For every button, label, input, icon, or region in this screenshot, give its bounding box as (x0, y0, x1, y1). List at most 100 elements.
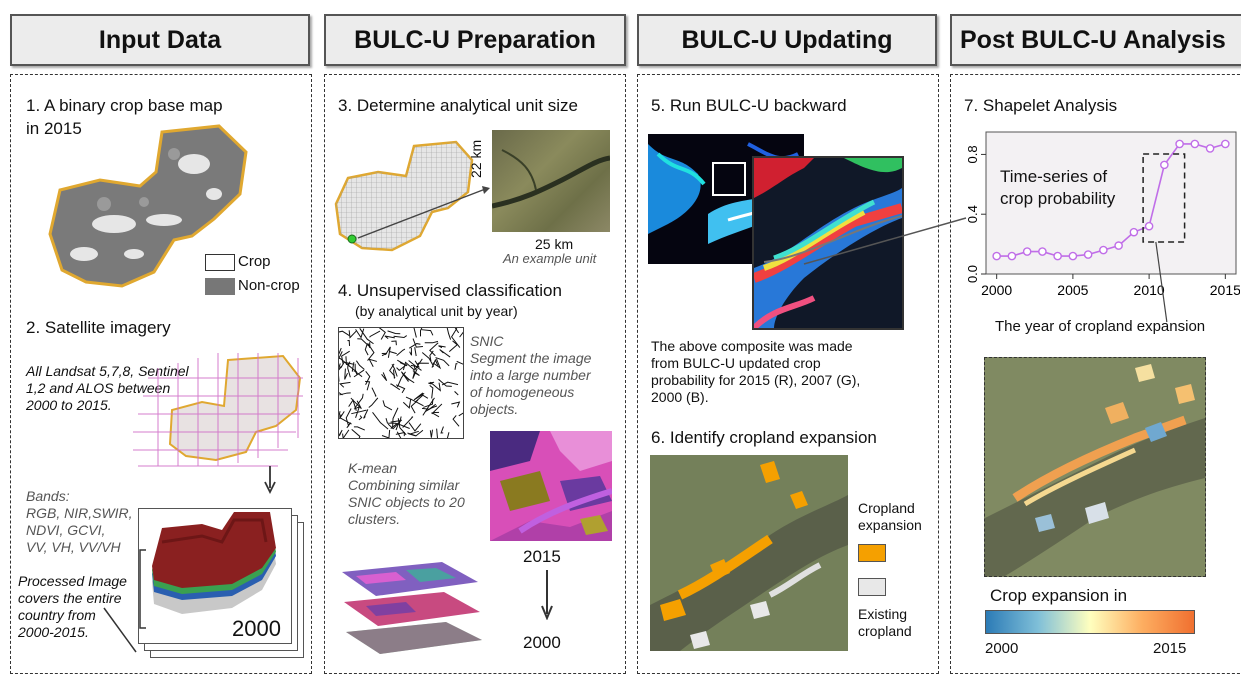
cluster-stack-layers (342, 562, 482, 654)
y-tick-label: 0.8 (965, 145, 980, 163)
x-tick-label: 2000 (981, 282, 1012, 298)
legend-existing-line1: Existing (858, 606, 908, 622)
label-25km: 25 km (535, 236, 574, 252)
data-point (1022, 247, 1032, 256)
zoom-box-outline (712, 162, 746, 196)
year-2015-label: 2015 (523, 547, 561, 566)
crop-expansion-year-map (984, 357, 1206, 577)
colorbar-min-label: 2000 (985, 640, 1019, 657)
step3-title: 3. Determine analytical unit size (338, 96, 579, 115)
data-point (1099, 245, 1108, 255)
bands-line3: NDVI, GCVI, (26, 522, 106, 538)
legend-expansion-line1: Cropland (858, 500, 915, 516)
kmean-line3: SNIC objects to 20 (348, 494, 465, 510)
step4-title-line2: (by analytical unit by year) (355, 303, 518, 319)
legend-existing-swatch (858, 578, 886, 596)
header-bulcu-preparation-text: BULC-U Preparation (354, 25, 596, 54)
header-bulcu-updating-text: BULC-U Updating (681, 25, 893, 54)
data-point (1205, 144, 1215, 153)
series-line (996, 143, 1226, 257)
step1-title-line1: 1. A binary crop base map (26, 96, 223, 115)
x-tick-label: 2010 (1134, 282, 1165, 298)
data-point (1160, 160, 1169, 170)
stack-year-label: 2000 (232, 616, 281, 641)
step1-title-line2: in 2015 (26, 119, 82, 138)
processed-line4: 2000-2015. (18, 624, 89, 640)
step5-title: 5. Run BULC-U backward (651, 96, 847, 115)
processed-image-3d (152, 512, 276, 614)
data-point (1221, 139, 1230, 149)
data-point (1190, 139, 1200, 149)
legend-crop-swatch (205, 254, 235, 271)
composite-desc-line3: probability for 2015 (R), 2007 (G), (651, 372, 861, 388)
composite-to-chart-connector (803, 217, 967, 265)
snic-line4: of homogeneous (470, 384, 575, 400)
y-tick-label: 0.4 (965, 205, 980, 223)
colorbar-max-label: 2015 (1153, 640, 1187, 657)
data-point (1007, 251, 1017, 261)
kmeans-cluster-image (490, 431, 612, 541)
legend-existing-line2: cropland (858, 623, 912, 639)
colorbar (985, 610, 1195, 634)
data-point (1144, 221, 1154, 231)
step4-title-line1: 4. Unsupervised classification (338, 281, 562, 300)
bands-line2: RGB, NIR,SWIR, (26, 505, 133, 521)
stack-bracket (103, 549, 146, 653)
snic-line5: objects. (470, 401, 519, 417)
down-arrow-2 (541, 570, 553, 620)
snic-segmentation-image (338, 327, 464, 439)
composite-desc-line1: The above composite was made (651, 338, 853, 354)
crop-base-map (48, 124, 248, 288)
chart-x-axis-label: The year of cropland expansion (995, 318, 1206, 335)
header-input-data-text: Input Data (98, 25, 222, 54)
label-22km: 22 km (468, 139, 484, 178)
kmean-line1: K-mean (348, 460, 398, 476)
composite-desc-line2: from BULC-U updated crop (651, 355, 821, 371)
header-post-bulcu: Post BULC-U Analysis (950, 14, 1241, 66)
landsat-line2: 1,2 and ALOS between (26, 380, 171, 396)
kmean-line2: Combining similar (348, 477, 460, 493)
highlight-pointer (1155, 241, 1168, 323)
analytical-unit-grid-map (334, 140, 490, 252)
header-input-data: Input Data (10, 14, 310, 66)
kmean-line4: clusters. (348, 511, 401, 527)
composite-desc-line4: 2000 (B). (651, 389, 709, 405)
bulcu-composite-zoom (752, 156, 904, 330)
data-point (992, 251, 1001, 261)
cropland-expansion-map (650, 455, 848, 651)
satellite-tile-grid (133, 353, 303, 467)
data-point (1114, 241, 1123, 250)
data-point (1038, 247, 1047, 256)
landsat-line3: 2000 to 2015. (26, 397, 112, 413)
legend-crop-label: Crop (238, 253, 271, 270)
chart-annotation-line1: Time-series of (1000, 167, 1108, 186)
legend-noncrop-swatch (205, 278, 235, 295)
down-arrow-1 (264, 466, 276, 494)
header-bulcu-preparation: BULC-U Preparation (324, 14, 626, 66)
processed-line1: Processed Image (18, 573, 127, 589)
highlight-box (1142, 153, 1186, 243)
label-example-unit: An example unit (503, 251, 597, 266)
snic-line2: Segment the image (470, 350, 592, 366)
legend-expansion-line2: expansion (858, 517, 922, 533)
data-point (1129, 227, 1139, 237)
bands-line4: VV, VH, VV/VH (26, 539, 121, 555)
header-bulcu-updating: BULC-U Updating (637, 14, 937, 66)
legend-expansion-swatch (858, 544, 886, 562)
snic-line3: into a large number (470, 367, 591, 383)
landsat-line1: All Landsat 5,7,8, Sentinel (26, 363, 189, 379)
data-point (1053, 251, 1062, 261)
step6-title: 6. Identify cropland expansion (651, 428, 877, 447)
chart-annotation-line2: crop probability (1000, 189, 1116, 208)
x-tick-label: 2015 (1210, 282, 1240, 298)
step7-title: 7. Shapelet Analysis (964, 96, 1118, 115)
y-tick-label: 0.0 (965, 265, 980, 283)
colorbar-title: Crop expansion in (990, 586, 1128, 605)
example-unit-image (492, 130, 610, 232)
year-2000-label: 2000 (523, 633, 561, 652)
data-point (1068, 251, 1078, 261)
legend-noncrop-label: Non-crop (238, 277, 300, 294)
bands-line1: Bands: (26, 488, 70, 504)
step2-title: 2. Satellite imagery (26, 318, 171, 337)
